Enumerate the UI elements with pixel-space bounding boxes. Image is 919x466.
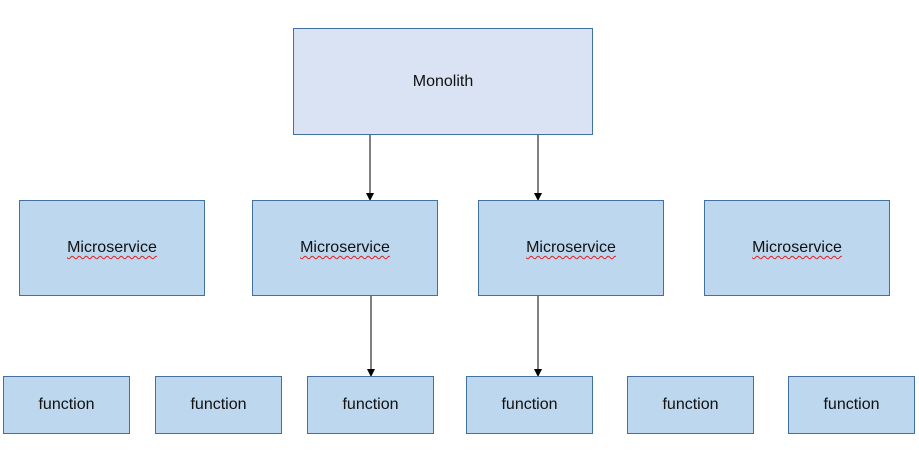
microservice-box-1: Microservice	[19, 200, 205, 296]
function-label: function	[501, 396, 558, 413]
function-box-3: function	[307, 376, 434, 434]
microservice-label: Microservice	[300, 239, 390, 256]
function-label: function	[190, 396, 247, 413]
microservice-label: Microservice	[752, 239, 842, 256]
function-label: function	[342, 396, 399, 413]
monolith-label: Monolith	[412, 72, 474, 90]
monolith-box: Monolith	[293, 28, 593, 135]
function-box-5: function	[627, 376, 754, 434]
function-box-2: function	[155, 376, 282, 434]
function-label: function	[662, 396, 719, 413]
microservice-label: Microservice	[526, 239, 616, 256]
microservice-box-2: Microservice	[252, 200, 438, 296]
function-box-1: function	[3, 376, 130, 434]
function-box-6: function	[788, 376, 915, 434]
function-box-4: function	[466, 376, 593, 434]
microservice-label: Microservice	[67, 239, 157, 256]
microservice-box-4: Microservice	[704, 200, 890, 296]
function-label: function	[823, 396, 880, 413]
function-label: function	[38, 396, 95, 413]
microservice-box-3: Microservice	[478, 200, 664, 296]
